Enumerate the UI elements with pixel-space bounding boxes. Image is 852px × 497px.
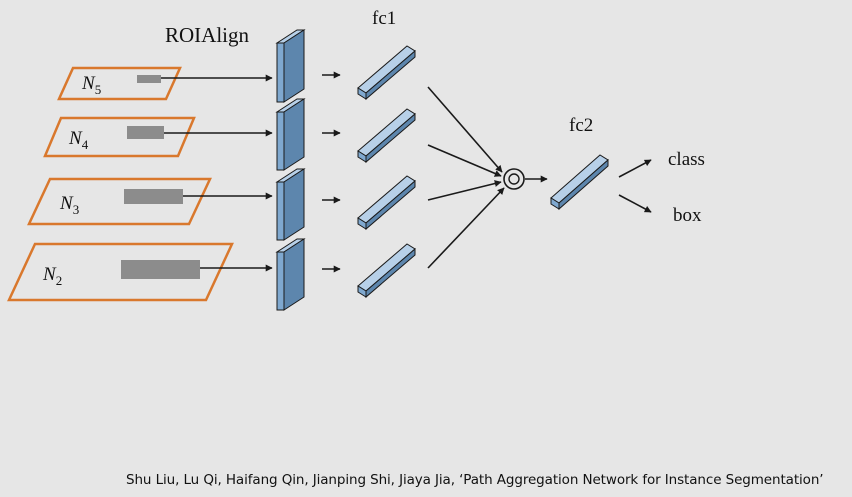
roialign-block-2 [275, 98, 306, 171]
arrow-fc1-4-to-fusion [427, 187, 505, 269]
level-label-n3: N3 [59, 193, 79, 217]
arrow-fc1-1-to-fusion [427, 86, 503, 173]
class-output-label: class [668, 149, 705, 170]
feature-map-n2: N2 [7, 242, 234, 302]
fc1-block-3 [357, 175, 416, 231]
citation-text: Shu Liu, Lu Qi, Haifang Qin, Jianping Sh… [126, 472, 824, 488]
arrow-fc1-2-to-fusion [427, 144, 502, 177]
fc1-block-2 [357, 108, 416, 164]
roi-n4 [127, 126, 164, 139]
fc1-block-1 [357, 45, 416, 101]
roi-n3 [124, 189, 183, 204]
arrow-fc2-to-box [618, 194, 652, 213]
roi-n2 [121, 260, 200, 279]
fc2-label: fc2 [569, 115, 593, 136]
level-label-n2: N2 [42, 264, 62, 288]
level-label-n5: N5 [81, 73, 101, 97]
arrow-fc1-3-to-fusion [427, 180, 502, 201]
feature-map-n5: N5 [57, 66, 182, 101]
roi-n5 [137, 75, 161, 83]
fc2-block [550, 154, 609, 211]
fc1-block-4 [357, 243, 416, 299]
box-output-label: box [673, 205, 702, 226]
roialign-block-4 [275, 238, 306, 311]
roialign-block-1 [275, 29, 306, 103]
fusion-node [503, 168, 525, 190]
roialign-block-3 [275, 168, 306, 241]
feature-map-n4: N4 [43, 116, 196, 158]
level-label-n4: N4 [68, 128, 89, 152]
arrow-fc2-to-class [618, 159, 652, 178]
feature-map-n3: N3 [27, 177, 212, 226]
fc1-label: fc1 [372, 8, 396, 29]
roialign-label: ROIAlign [165, 23, 250, 47]
